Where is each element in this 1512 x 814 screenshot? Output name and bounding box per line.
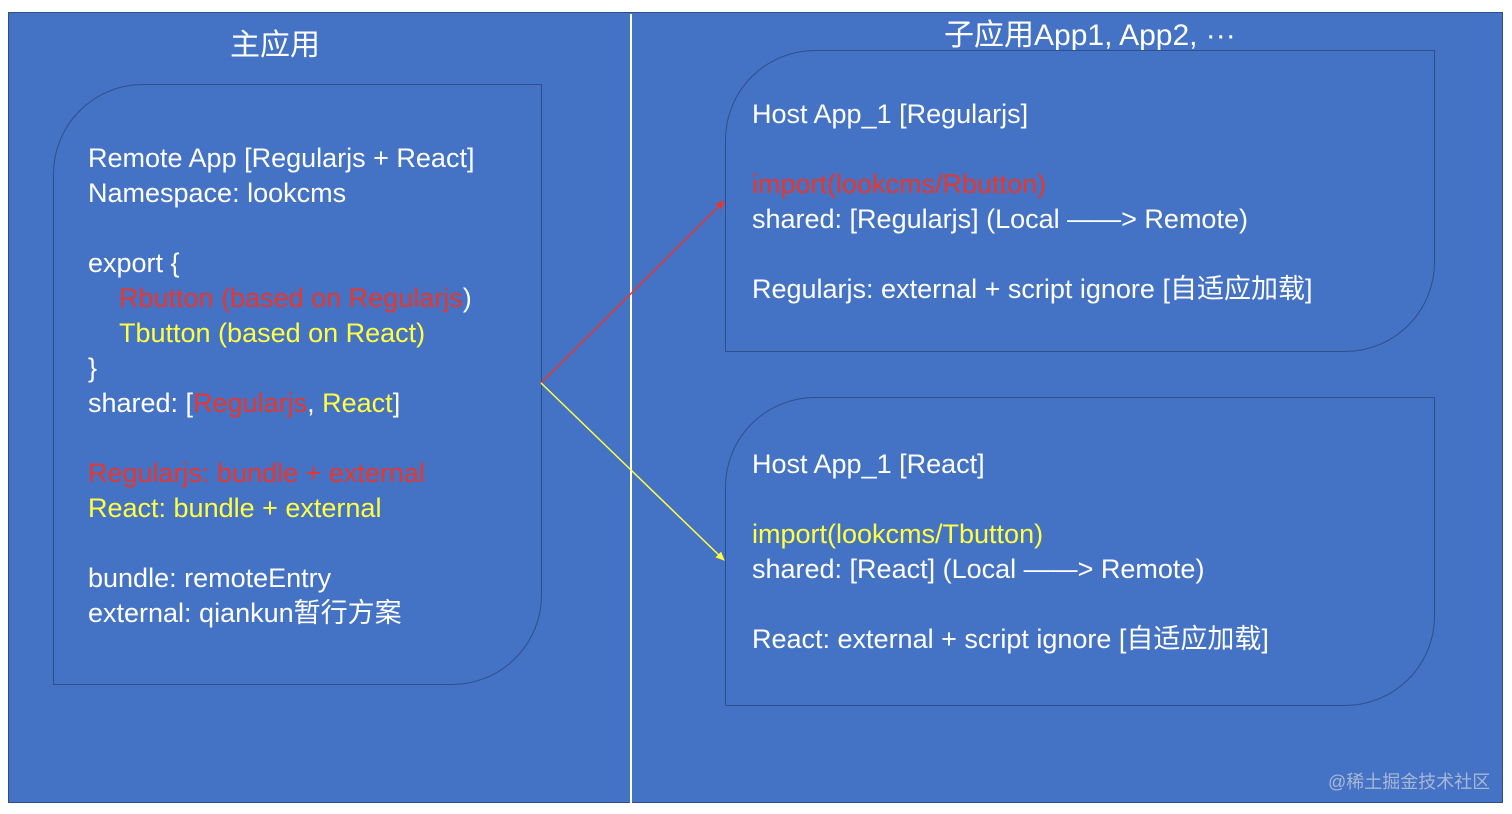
export-rbutton-close: ) <box>462 283 472 313</box>
host-regularjs-panel <box>725 50 1435 352</box>
regularjs-bundle-note: Regularjs: bundle + external <box>88 458 425 488</box>
host-regularjs-text: Host App_1 [Regularjs] import(lookcms/Rb… <box>752 97 1312 307</box>
remote-app-header: Remote App [Regularjs + React] <box>88 143 475 173</box>
remote-app-namespace: Namespace: lookcms <box>88 178 347 208</box>
host-react-text: Host App_1 [React] import(lookcms/Tbutto… <box>752 447 1269 657</box>
bundle-note: bundle: remoteEntry <box>88 563 332 593</box>
react-arrow <box>540 382 725 561</box>
host-regularjs-note: Regularjs: external + script ignore [自适应… <box>752 274 1313 304</box>
regularjs-arrow <box>540 200 725 384</box>
host-regularjs-import: import(lookcms/Rbutton) <box>752 169 1047 199</box>
shared-regularjs: Regularjs <box>193 388 308 418</box>
external-note: external: qiankun暂行方案 <box>88 598 402 628</box>
section-divider <box>630 14 632 803</box>
shared-prefix: shared: [ <box>88 388 194 418</box>
react-bundle-note: React: bundle + external <box>88 493 382 523</box>
export-rbutton: Rbutton (based on Regularjs <box>119 283 463 313</box>
remote-app-text: Remote App [Regularjs + React] Namespace… <box>88 141 474 631</box>
shared-react: React <box>322 388 393 418</box>
shared-suffix: ] <box>392 388 401 418</box>
host-regularjs-shared: shared: [Regularjs] (Local ——> Remote) <box>752 204 1248 234</box>
host-react-panel <box>725 397 1435 706</box>
sub-apps-title: 子应用App1, App2, ··· <box>944 19 1236 52</box>
host-react-header: Host App_1 [React] <box>752 449 985 479</box>
host-react-shared: shared: [React] (Local ——> Remote) <box>752 554 1205 584</box>
host-regularjs-header: Host App_1 [Regularjs] <box>752 99 1029 129</box>
export-tbutton: Tbutton (based on React) <box>119 318 426 348</box>
host-react-note: React: external + script ignore [自适应加载] <box>752 624 1269 654</box>
export-open: export { <box>88 248 180 278</box>
watermark: @稀土掘金技术社区 <box>1328 772 1491 792</box>
export-close: } <box>88 353 98 383</box>
shared-line: shared: [Regularjs, React] <box>88 386 474 421</box>
host-react-import: import(lookcms/Tbutton) <box>752 519 1044 549</box>
export-rbutton-line: Rbutton (based on Regularjs) <box>88 281 474 316</box>
shared-comma: , <box>307 388 323 418</box>
main-app-title: 主应用 <box>230 29 320 62</box>
